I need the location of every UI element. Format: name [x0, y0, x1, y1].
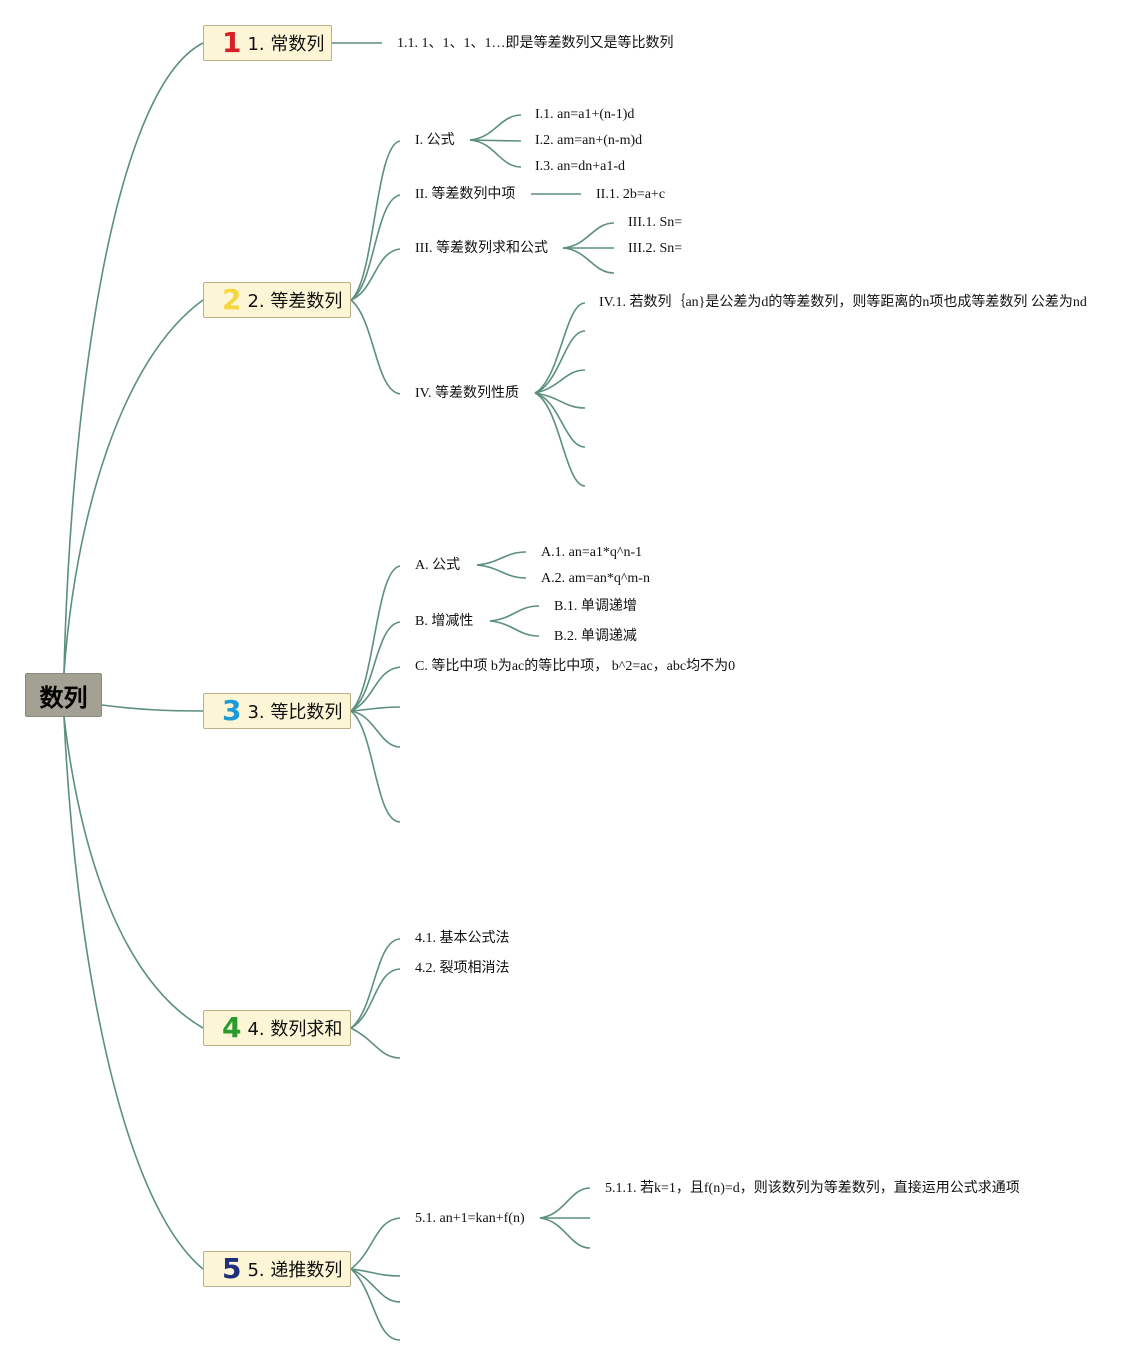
- link-III-1: [562, 222, 615, 249]
- link-A-2: [476, 564, 527, 579]
- link-t3-D: [350, 706, 401, 712]
- node-2-II[interactable]: II. 等差数列中项: [415, 187, 516, 202]
- node-3-B-2[interactable]: B.2. 单调递减: [554, 629, 637, 644]
- node-5-1-1[interactable]: 5.1.1. 若k=1，且f(n)=d，则该数列为等差数列，直接运用公式求通项: [605, 1181, 1020, 1196]
- link-I-1: [469, 114, 522, 141]
- link-51-3: [539, 1217, 591, 1249]
- node-5-1[interactable]: 5.1. an+1=kan+f(n): [415, 1211, 525, 1226]
- link-t3-B: [350, 621, 401, 712]
- topic-3[interactable]: 3 3. 等比数列: [203, 693, 351, 729]
- link-IV-2: [534, 330, 586, 394]
- link-I-3: [469, 139, 522, 168]
- link-IV-5: [534, 392, 586, 448]
- link-root-t2: [63, 299, 204, 674]
- node-2-I-2[interactable]: I.2. am=an+(n-m)d: [535, 133, 643, 148]
- link-t5-4: [350, 1268, 401, 1341]
- number-5-icon: 5: [222, 1252, 242, 1285]
- link-t3-C: [350, 666, 401, 712]
- link-t4-1: [350, 938, 401, 1029]
- link-t4-2: [350, 968, 401, 1029]
- link-root-t5: [63, 716, 204, 1270]
- topic-label: 4. 数列求和: [247, 1019, 343, 1040]
- topic-label: 2. 等差数列: [247, 291, 343, 312]
- link-III-3: [562, 247, 615, 274]
- link-t3-E: [350, 710, 401, 748]
- topic-label: 5. 递推数列: [247, 1260, 343, 1281]
- node-2-III-1[interactable]: III.1. Sn=: [628, 215, 683, 230]
- node-2-IV-1[interactable]: IV.1. 若数列｛an}是公差为d的等差数列，则等距离的n项也成等差数列 公差…: [599, 295, 1087, 310]
- link-t2-III: [350, 248, 401, 301]
- number-4-icon: 4: [222, 1011, 242, 1044]
- node-2-I-1[interactable]: I.1. an=a1+(n-1)d: [535, 107, 635, 122]
- node-3-A[interactable]: A. 公式: [415, 558, 461, 573]
- link-IV-3: [534, 369, 586, 394]
- node-4-1[interactable]: 4.1. 基本公式法: [415, 931, 510, 946]
- link-t5-2: [350, 1268, 401, 1277]
- node-2-IV[interactable]: IV. 等差数列性质: [415, 386, 519, 401]
- link-t2-I: [350, 140, 401, 301]
- topic-1[interactable]: 1 1. 常数列: [203, 25, 332, 61]
- link-IV-4: [534, 392, 586, 409]
- link-root-t1: [63, 42, 204, 674]
- link-t2-IV: [350, 299, 401, 395]
- node-2-I[interactable]: I. 公式: [415, 133, 455, 148]
- topic-4[interactable]: 4 4. 数列求和: [203, 1010, 351, 1046]
- node-3-C[interactable]: C. 等比中项 b为ac的等比中项， b^2=ac，abc均不为0: [415, 659, 736, 674]
- node-3-B[interactable]: B. 增减性: [415, 614, 474, 629]
- link-t2-II: [350, 194, 401, 301]
- link-t4-3: [350, 1027, 401, 1059]
- link-B-2: [489, 620, 540, 637]
- link-B-1: [489, 605, 540, 622]
- link-t3-F: [350, 710, 401, 823]
- node-1-1[interactable]: 1.1. 1、1、1、1…即是等差数列又是等比数列: [397, 36, 674, 51]
- link-t5-3: [350, 1268, 401, 1303]
- topic-5[interactable]: 5 5. 递推数列: [203, 1251, 351, 1287]
- number-1-icon: 1: [222, 26, 242, 59]
- link-I-2: [469, 139, 522, 142]
- number-2-icon: 2: [222, 283, 242, 316]
- link-IV-1: [534, 302, 586, 394]
- node-2-III-2[interactable]: III.2. Sn=: [628, 241, 683, 256]
- link-t5-1: [350, 1217, 401, 1270]
- node-2-II-1[interactable]: II.1. 2b=a+c: [596, 187, 666, 202]
- topic-label: 3. 等比数列: [247, 702, 343, 723]
- link-t3-A: [350, 565, 401, 712]
- link-IV-6: [534, 392, 586, 487]
- number-3-icon: 3: [222, 694, 242, 727]
- link-root-t3: [101, 704, 204, 712]
- node-3-A-1[interactable]: A.1. an=a1*q^n-1: [541, 545, 643, 560]
- root-label: 数列: [39, 683, 88, 712]
- link-51-1: [539, 1187, 591, 1219]
- node-4-2[interactable]: 4.2. 裂项相消法: [415, 961, 510, 976]
- node-2-I-3[interactable]: I.3. an=dn+a1-d: [535, 159, 626, 174]
- node-3-A-2[interactable]: A.2. am=an*q^m-n: [541, 571, 650, 586]
- link-A-1: [476, 551, 527, 566]
- node-2-III[interactable]: III. 等差数列求和公式: [415, 241, 548, 256]
- root-topic[interactable]: 数列: [25, 673, 102, 717]
- topic-label: 1. 常数列: [247, 34, 325, 55]
- node-3-B-1[interactable]: B.1. 单调递增: [554, 599, 637, 614]
- link-root-t4: [63, 716, 204, 1029]
- topic-2[interactable]: 2 2. 等差数列: [203, 282, 351, 318]
